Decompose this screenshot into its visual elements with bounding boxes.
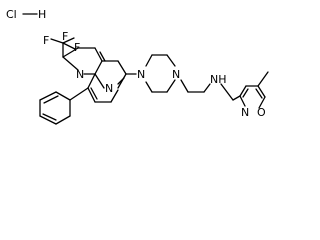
trifluoromethyl-group: F F F bbox=[43, 30, 80, 58]
atom-h: H bbox=[38, 8, 46, 21]
ethylamine-linker: NH bbox=[180, 73, 241, 101]
atom-o-isoxazole: O bbox=[257, 106, 266, 119]
atom-n-naphthyridine-top: N bbox=[76, 68, 84, 81]
atom-n-naphthyridine-bottom: N bbox=[105, 82, 113, 95]
atom-n-piperazine-left: N bbox=[137, 68, 145, 81]
molecule-structure: Cl H F F F N N bbox=[6, 8, 269, 125]
atom-n-isoxazole: N bbox=[241, 106, 249, 119]
piperazine-ring: N N bbox=[125, 54, 180, 93]
isoxazole-ring: N O bbox=[239, 71, 269, 119]
naphthyridine-core: N N bbox=[62, 47, 127, 103]
atom-n-piperazine-right: N bbox=[172, 68, 180, 81]
atom-f3: F bbox=[74, 41, 80, 54]
atom-f2: F bbox=[43, 34, 49, 47]
atom-nh: NH bbox=[210, 73, 227, 86]
atom-f1: F bbox=[62, 30, 68, 43]
atom-cl: Cl bbox=[6, 8, 17, 21]
phenyl-ring bbox=[39, 87, 89, 125]
hcl-salt: Cl H bbox=[6, 8, 46, 21]
